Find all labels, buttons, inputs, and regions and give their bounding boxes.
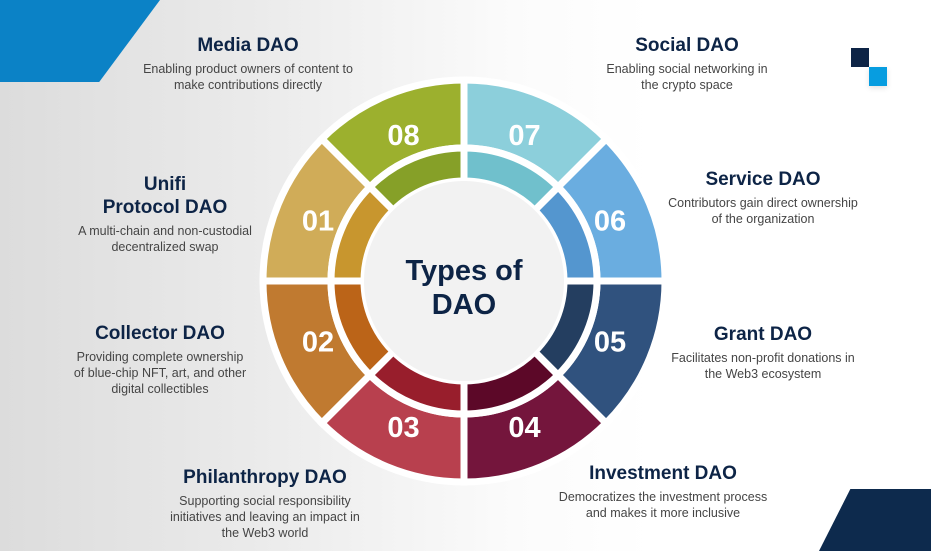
label-description: Democratizes the investment process [558, 490, 768, 504]
label-07: Social DAO Enabling social networking in t… [606, 34, 767, 93]
segment-08: 08 [316, 76, 468, 216]
segment-04: 04 [460, 346, 612, 486]
label-05: Grant DAO Facilitates non-profit donation… [671, 323, 854, 382]
label-description: the Web3 world [221, 526, 309, 540]
center-title-line2: DAO [432, 289, 496, 321]
label-description: and makes it more inclusive [585, 506, 741, 520]
label-description: of blue-chip NFT, art, and other [73, 366, 247, 380]
segment-number: 07 [508, 120, 540, 152]
label-description: A multi-chain and non-custodial [78, 224, 252, 238]
label-description: make contributions directly [174, 78, 322, 92]
label-description: of the organization [711, 212, 815, 226]
label-description: Contributors gain direct ownership [668, 196, 858, 210]
label-description: Facilitates non-profit donations in [671, 351, 855, 365]
label-description: the Web3 ecosystem [704, 367, 822, 381]
label-description: Providing complete ownership [76, 350, 244, 364]
label-description: the crypto space [641, 78, 733, 92]
label-description: Enabling social networking in [606, 62, 768, 76]
label-04: Investment DAO Democratizes the investmen… [559, 462, 767, 521]
segment-number: 05 [594, 326, 626, 358]
label-title: Collector DAO [95, 323, 225, 344]
label-title: Investment DAO [589, 463, 737, 484]
segment-06: 06 [529, 133, 669, 285]
logo-square-blue [869, 67, 887, 86]
center-circle [364, 181, 564, 381]
segment-number: 03 [387, 412, 419, 444]
label-description: Supporting social responsibility [179, 494, 351, 508]
label-title: Unifi [143, 174, 187, 195]
label-title: Grant DAO [713, 324, 813, 345]
label-title: Service DAO [705, 169, 821, 190]
segment-number: 06 [594, 206, 626, 238]
label-title: Protocol DAO [102, 197, 228, 218]
label-title: Social DAO [635, 35, 739, 56]
label-description: decentralized swap [111, 240, 219, 254]
label-title: Philanthropy DAO [183, 467, 347, 488]
label-08: Media DAO Enabling product owners of cont… [143, 34, 353, 93]
segment-number: 08 [387, 120, 419, 152]
label-description: Enabling product owners of content to [143, 62, 353, 76]
label-description: initiatives and leaving an impact in [170, 510, 360, 524]
segment-03: 03 [316, 346, 468, 486]
label-03: Philanthropy DAO Supporting social respon… [170, 466, 360, 541]
segment-number: 02 [302, 326, 334, 358]
segment-number: 01 [302, 206, 334, 238]
center-title-line1: Types of [405, 255, 522, 287]
label-06: Service DAO Contributors gain direct owne… [668, 168, 858, 227]
segment-number: 04 [508, 412, 540, 444]
segment-07: 07 [460, 76, 612, 216]
label-02: Collector DAO Providing complete ownershi… [74, 322, 246, 397]
label-description: digital collectibles [111, 382, 209, 396]
logo-square-dark [851, 48, 869, 67]
label-title: Media DAO [197, 35, 299, 56]
